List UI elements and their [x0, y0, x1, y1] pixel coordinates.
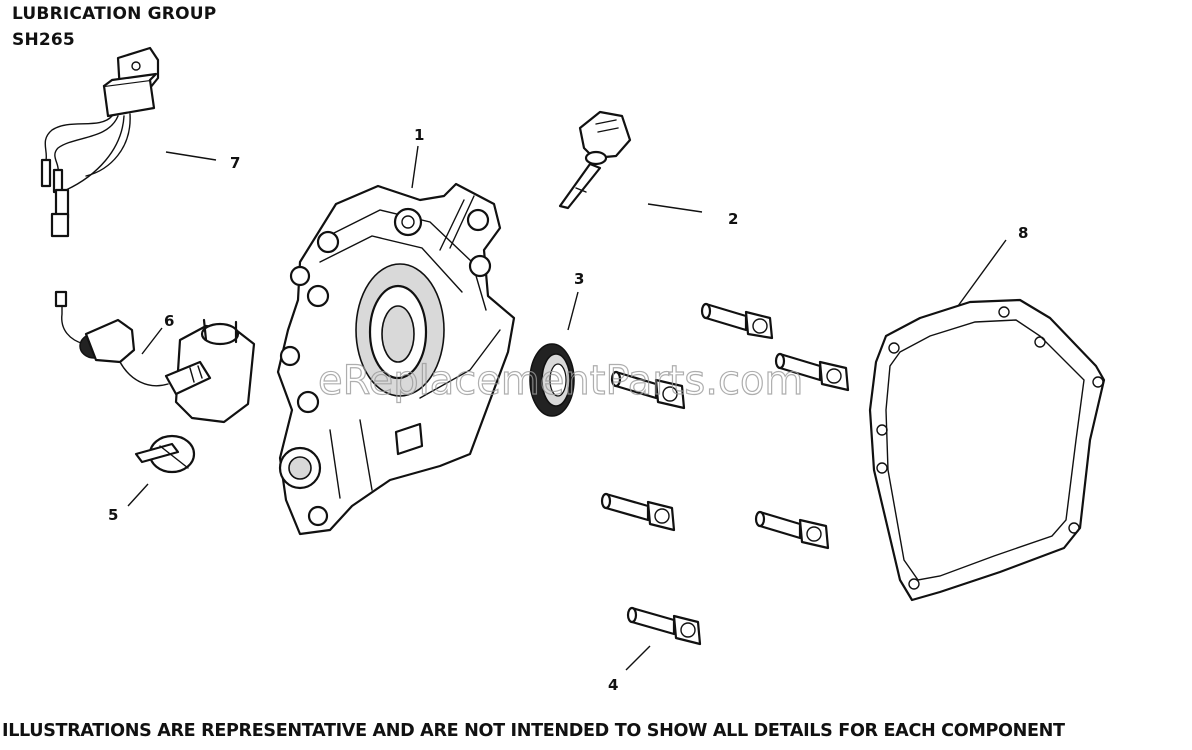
callout-8: 8 — [1018, 224, 1028, 242]
callout-7: 7 — [230, 154, 240, 172]
part-8-crankcase-gasket[interactable] — [868, 298, 1106, 602]
callout-1: 1 — [414, 126, 424, 144]
bolt — [610, 370, 686, 410]
callout-4: 4 — [608, 676, 618, 694]
bolt — [700, 302, 774, 340]
part-7-oil-sensor-module[interactable] — [40, 46, 160, 238]
part-4-flange-bolts[interactable] — [600, 302, 850, 646]
model-number: SH265 — [12, 30, 75, 50]
callout-6: 6 — [164, 312, 174, 330]
watermark: eReplacementParts.com — [318, 358, 803, 404]
diagram-title: LUBRICATION GROUP — [12, 4, 217, 24]
leader-lines — [127, 145, 1007, 671]
bolt — [774, 352, 850, 392]
part-1-crankcase-cover[interactable] — [276, 182, 516, 536]
bolt — [754, 510, 830, 550]
callout-5: 5 — [108, 506, 118, 524]
disclaimer-footer: ILLUSTRATIONS ARE REPRESENTATIVE AND ARE… — [2, 721, 1065, 741]
part-3-oil-seal[interactable] — [529, 343, 575, 417]
callout-numbers: 1 2 3 4 5 6 7 8 — [108, 126, 1028, 694]
bolt — [600, 492, 676, 532]
part-5-oil-filler-cap[interactable] — [134, 434, 196, 474]
part-2-dipstick[interactable] — [558, 110, 632, 210]
part-6-oil-level-switch[interactable] — [54, 290, 256, 424]
bolt — [626, 606, 702, 646]
callout-3: 3 — [574, 270, 584, 288]
callout-2: 2 — [728, 210, 738, 228]
